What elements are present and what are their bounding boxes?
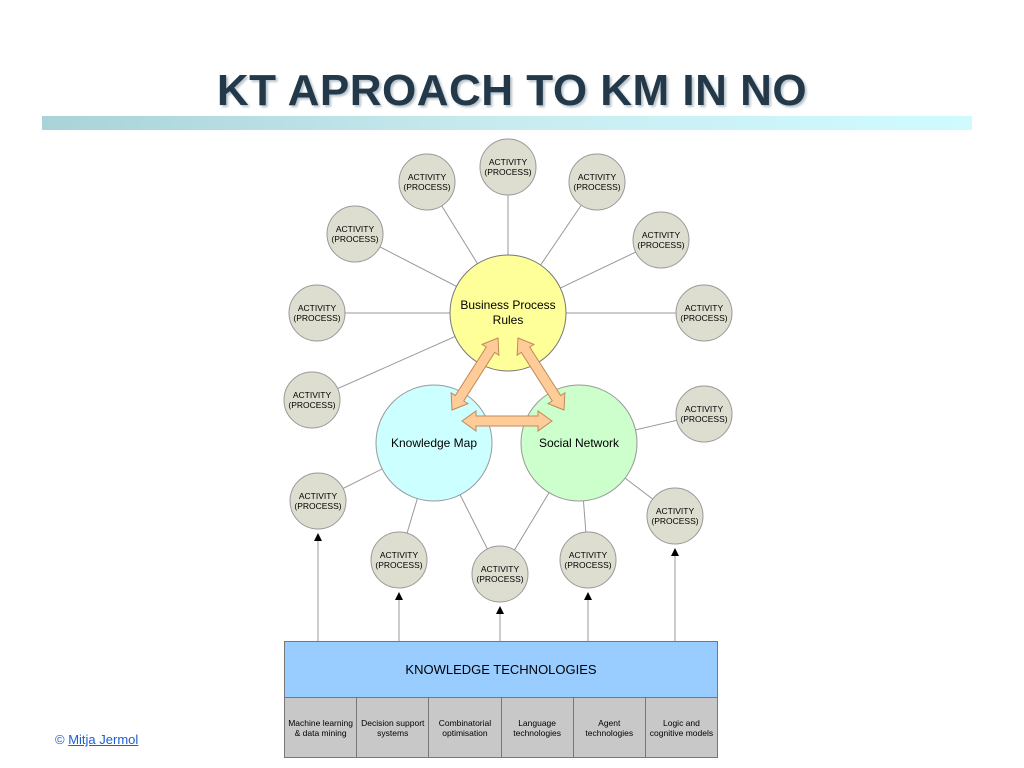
tech-cell-line: Language	[518, 717, 557, 728]
social-network-node	[520, 384, 638, 502]
activity-label-bottom-2: ACTIVITY(PROCESS)	[375, 550, 422, 570]
tech-cell-line: & data mining	[294, 727, 347, 738]
tech-cell-line: systems	[377, 727, 409, 738]
activity-label-bottom-left: ACTIVITY(PROCESS)	[294, 491, 341, 511]
author-link[interactable]: Mitja Jermol	[68, 732, 139, 747]
tech-cell-line: Decision support	[361, 717, 425, 728]
activity-node-top-right	[568, 153, 626, 211]
activity-label-right-mid: ACTIVITY(PROCESS)	[680, 303, 727, 323]
tech-cell-line: technologies	[585, 727, 634, 738]
arrow-business-process-social-network	[516, 337, 566, 411]
activity-label-upper-left: ACTIVITY(PROCESS)	[331, 224, 378, 244]
arrow-knowledge-map-business-process	[450, 337, 500, 411]
activity-node-bottom-right	[646, 487, 704, 545]
activity-label-bottom-right: ACTIVITY(PROCESS)	[651, 506, 698, 526]
activity-node-right-low	[675, 385, 733, 443]
activity-node-right-mid	[675, 284, 733, 342]
title-underline-bar	[42, 116, 972, 130]
activity-label-bottom-mid: ACTIVITY(PROCESS)	[476, 564, 523, 584]
activity-node-top-left	[398, 153, 456, 211]
tech-cell-line: optimisation	[442, 727, 488, 738]
activity-node-bottom-mid	[471, 545, 529, 603]
copyright-symbol: ©	[55, 732, 65, 747]
activity-label-left-low: ACTIVITY(PROCESS)	[288, 390, 335, 410]
social-network-label: Social Network	[539, 436, 620, 450]
activity-node-bottom-4	[559, 531, 617, 589]
tech-cell-line: Combinatorial	[438, 717, 492, 728]
tech-cell-line: Logic and	[663, 717, 700, 728]
activity-label-top: ACTIVITY(PROCESS)	[484, 157, 531, 177]
activity-label-right-low: ACTIVITY(PROCESS)	[680, 404, 727, 424]
knowledge-technologies-header: KNOWLEDGE TECHNOLOGIES	[284, 641, 718, 698]
activity-label-left-mid: ACTIVITY(PROCESS)	[293, 303, 340, 323]
activity-node-left-mid	[288, 284, 346, 342]
knowledge-map-node	[375, 384, 493, 502]
activity-label-upper-right: ACTIVITY(PROCESS)	[637, 230, 684, 250]
activity-node-upper-right	[632, 211, 690, 269]
activity-label-top-right: ACTIVITY(PROCESS)	[573, 172, 620, 192]
activity-node-bottom-2	[370, 531, 428, 589]
knowledge-map-label: Knowledge Map	[391, 436, 477, 450]
knowledge-technologies-row: Machine learning& data mining Decision su…	[284, 698, 718, 758]
tech-cell-1: Machine learning& data mining	[285, 698, 358, 757]
tech-cell-line: cognitive models	[649, 727, 714, 738]
activity-node-bottom-left	[289, 472, 347, 530]
activity-label-bottom-4: ACTIVITY(PROCESS)	[564, 550, 611, 570]
tech-cell-label: Machine learning& data mining	[288, 718, 353, 738]
slide-title: KT APROACH TO KM IN NO	[216, 66, 808, 115]
arrow-knowledge-map-social-network	[461, 410, 553, 432]
tech-cell-line: Agent	[598, 717, 621, 728]
business-process-node	[449, 254, 567, 372]
activity-node-left-low	[283, 371, 341, 429]
copyright-notice: © Mitja Jermol	[55, 732, 138, 747]
activity-label-top-left: ACTIVITY(PROCESS)	[403, 172, 450, 192]
activity-node-top	[479, 138, 537, 196]
tech-cell-line: technologies	[513, 727, 561, 738]
tech-cell-line: Machine learning	[288, 717, 353, 728]
activity-node-upper-left	[326, 205, 384, 263]
